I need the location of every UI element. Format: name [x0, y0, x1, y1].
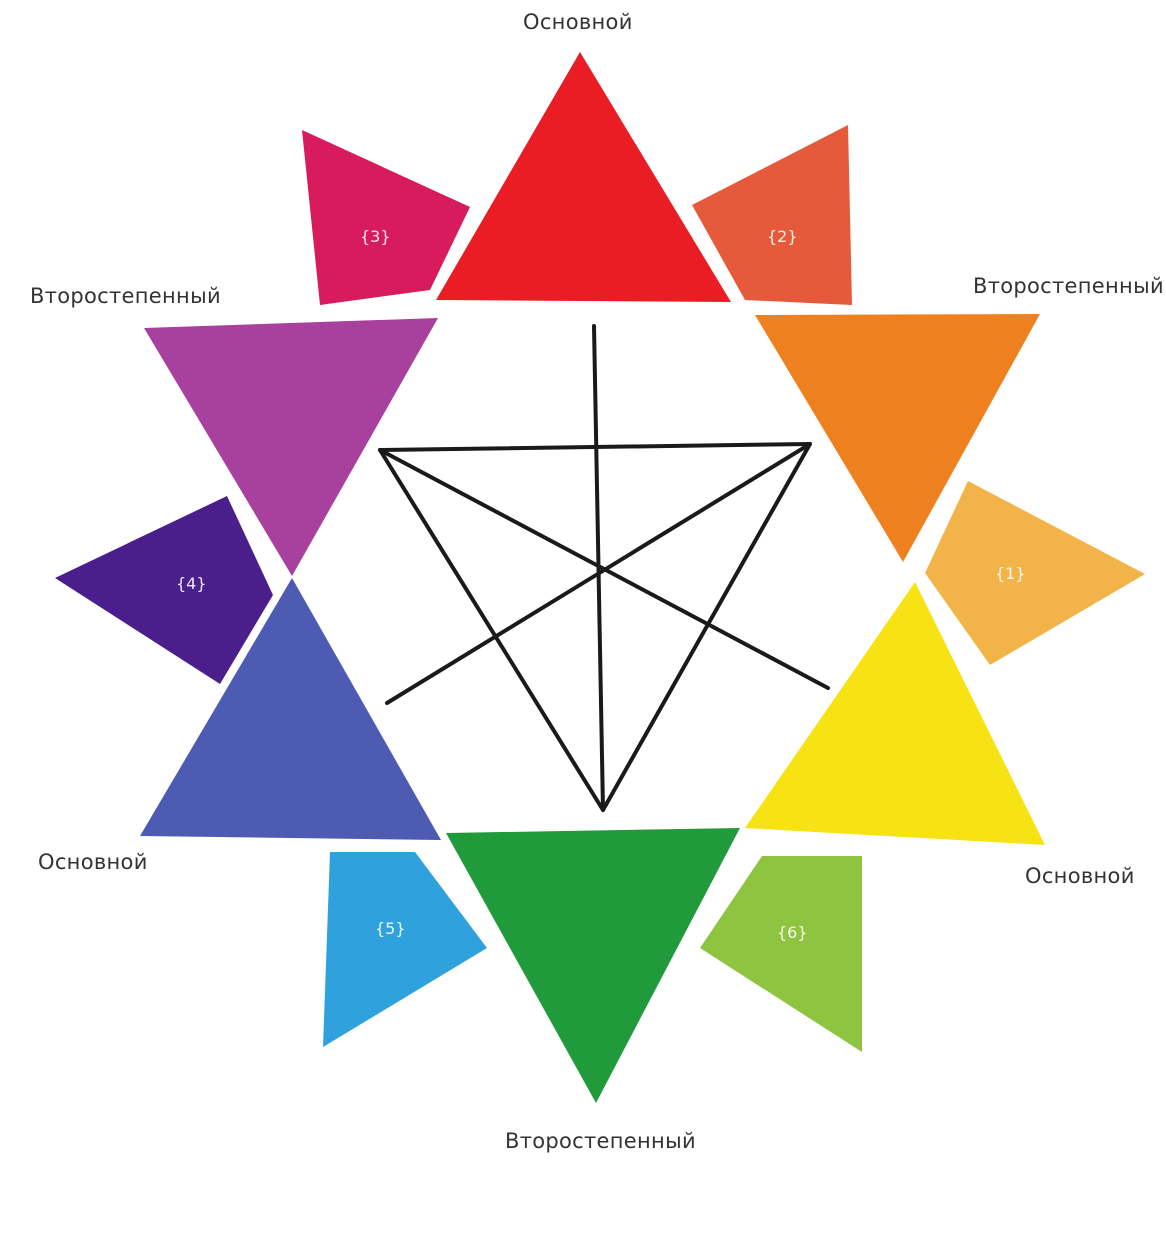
primary-red-triangle [436, 52, 731, 302]
tertiary-number-1: {1} [995, 564, 1026, 583]
secondary-label-top-right: Второстепенный [973, 274, 1164, 298]
tertiary-number-3: {3} [360, 227, 391, 246]
secondary-label-top-left: Второстепенный [30, 284, 221, 308]
tertiary-4-blue-violet-shape [55, 496, 273, 684]
inverted-triangle-line [380, 444, 810, 810]
primary-label-bottom-left: Основной [38, 850, 148, 874]
tertiary-3-red-violet-shape [302, 130, 470, 305]
tertiary-number-5: {5} [375, 919, 406, 938]
tertiary-5-blue-green-shape [323, 852, 487, 1047]
secondary-label-bottom: Второстепенный [505, 1129, 696, 1153]
tertiary-1-yellow-orange-shape [925, 481, 1145, 665]
tertiary-number-6: {6} [777, 923, 808, 942]
tertiary-6-yellow-green-shape [700, 856, 862, 1052]
primary-label-bottom-right: Основной [1025, 864, 1135, 888]
secondary-green-triangle [446, 828, 740, 1103]
center-line-drawing [380, 326, 828, 810]
tertiary-number-4: {4} [176, 574, 207, 593]
primary-label-top: Основной [523, 10, 633, 34]
tertiary-number-2: {2} [767, 227, 798, 246]
